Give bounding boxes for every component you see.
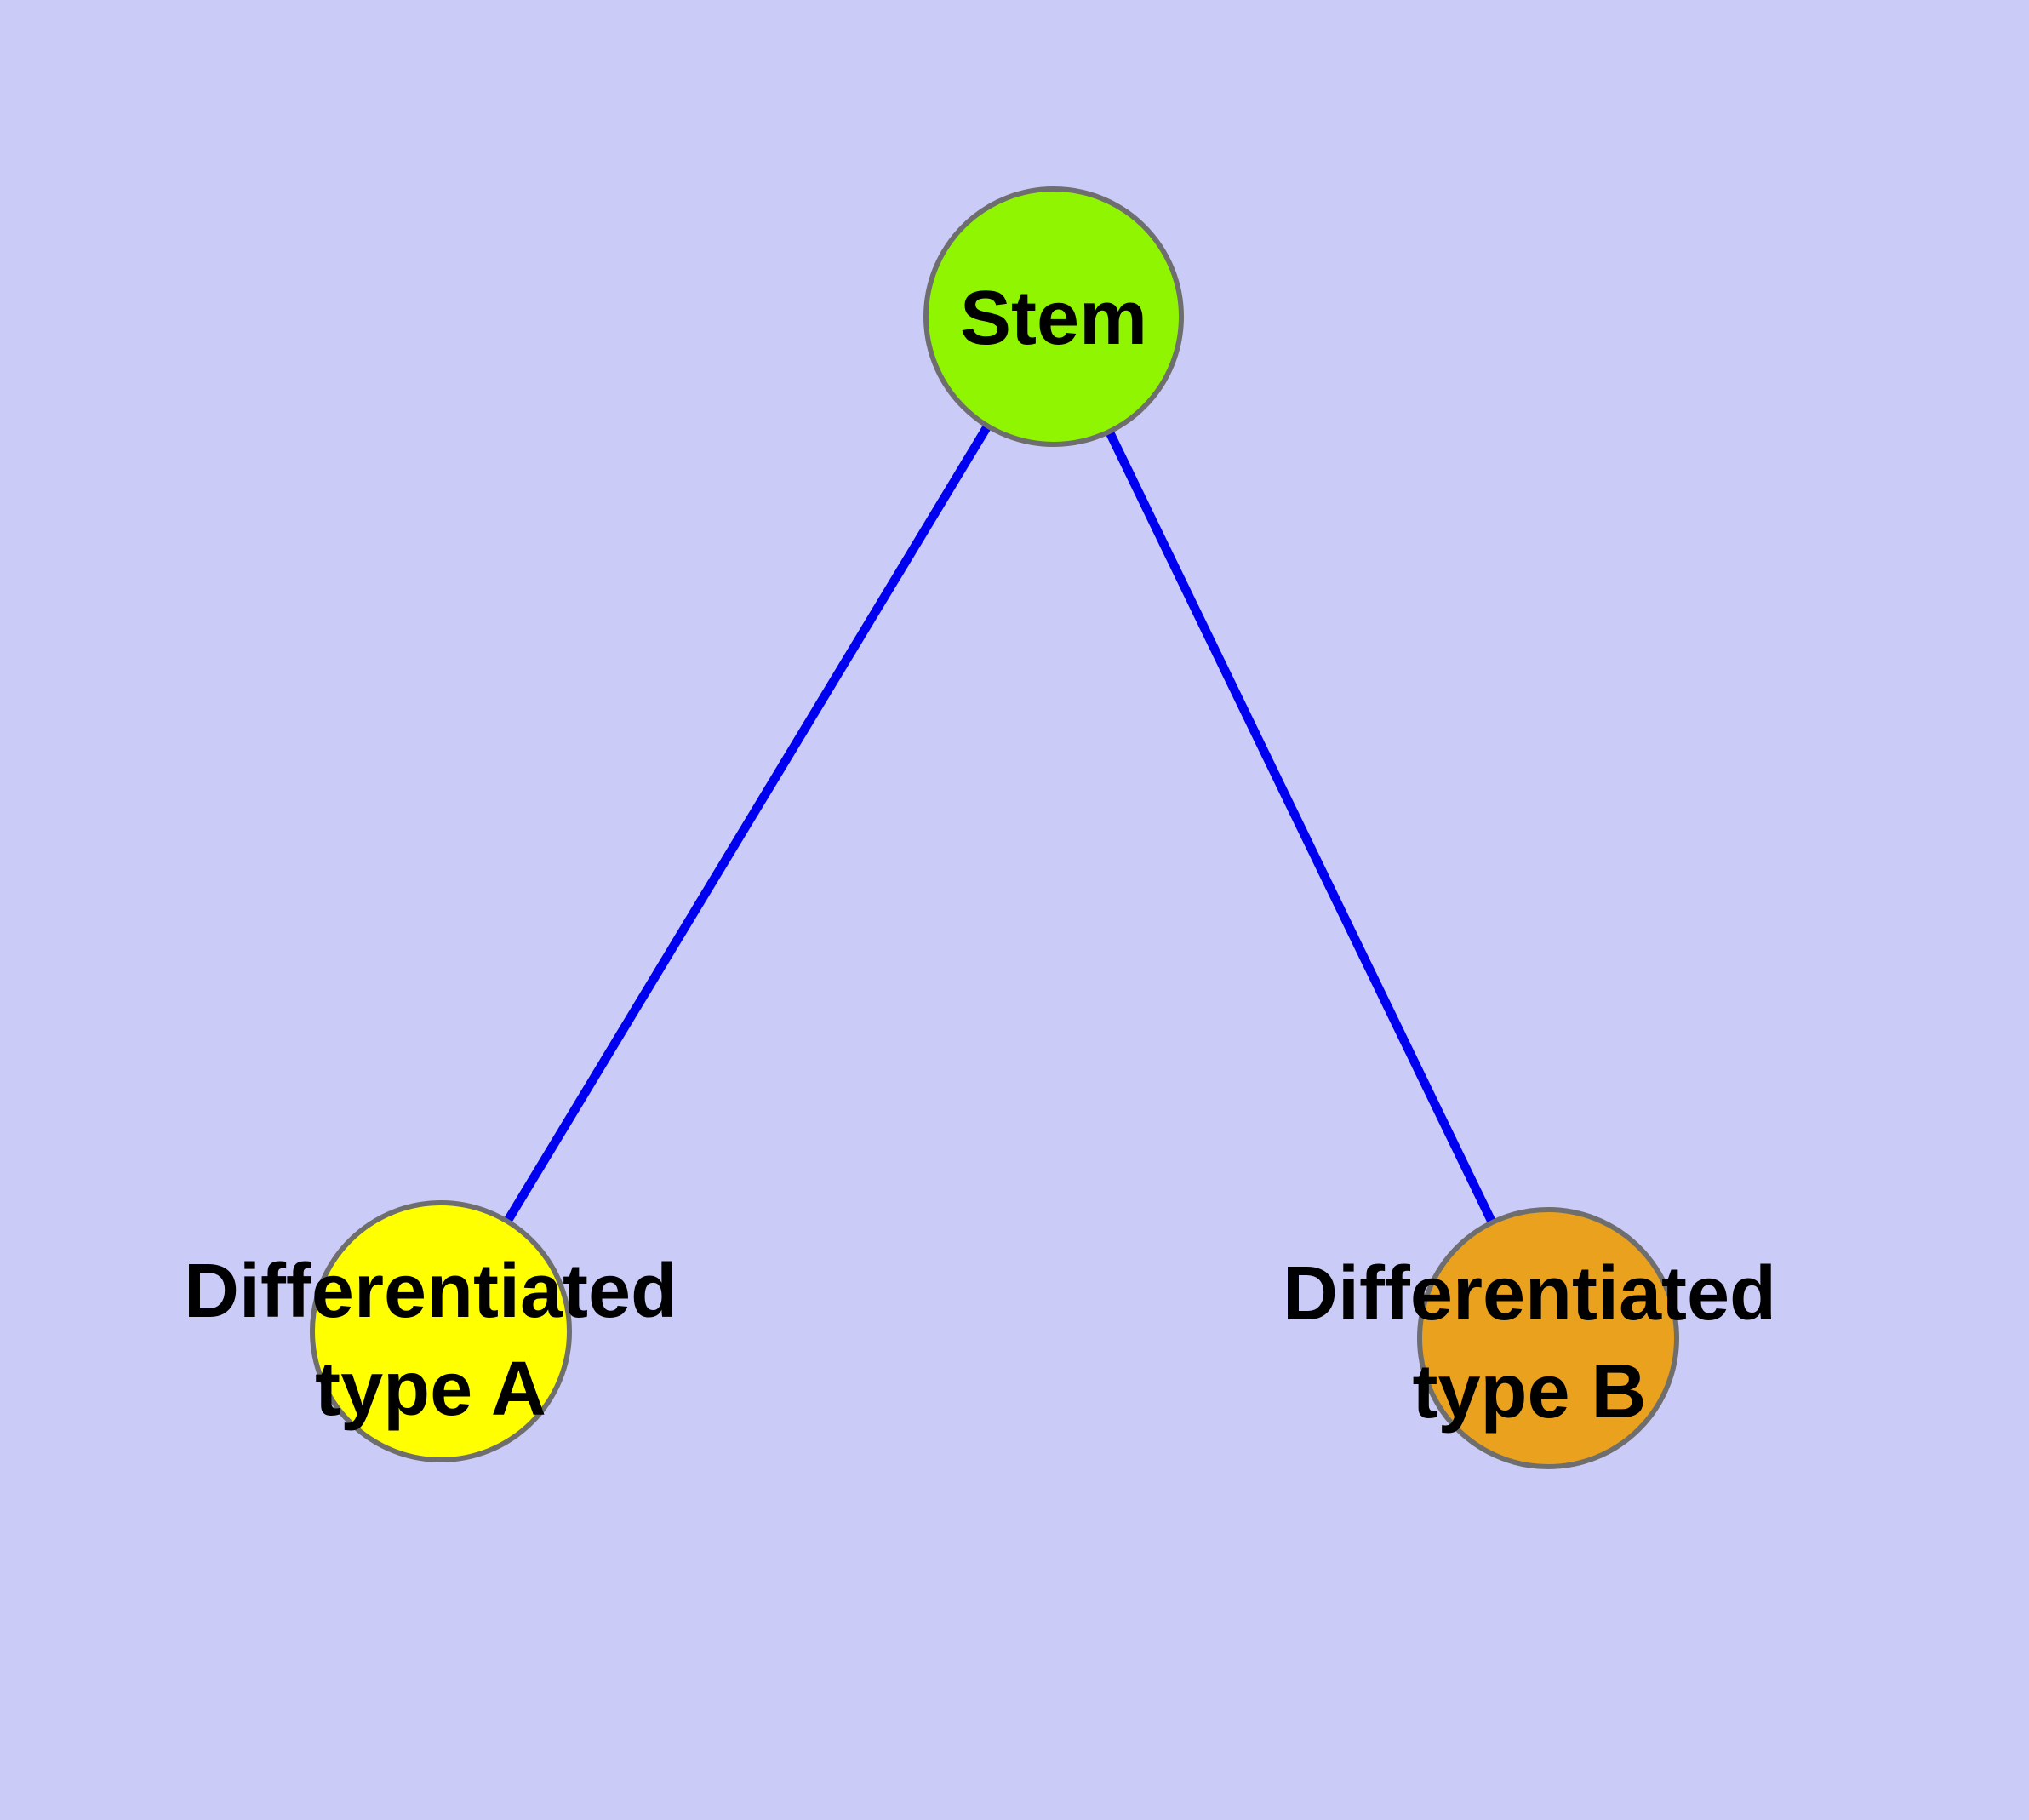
edge-stem-to-type-b <box>1049 314 1552 1341</box>
node-type-b-label-line1: Differentiated <box>1283 1251 1776 1336</box>
node-differentiated-type-a <box>310 1200 572 1462</box>
node-type-b-label-line2: type B <box>1412 1349 1646 1434</box>
edge-stem-to-type-a <box>437 314 1058 1334</box>
node-stem-label: Stem <box>960 276 1147 361</box>
node-type-a-label-line2: type A <box>315 1347 546 1432</box>
node-differentiated-type-b <box>1417 1207 1679 1469</box>
node-stem <box>923 186 1184 447</box>
node-type-a-label-line1: Differentiated <box>184 1249 677 1334</box>
